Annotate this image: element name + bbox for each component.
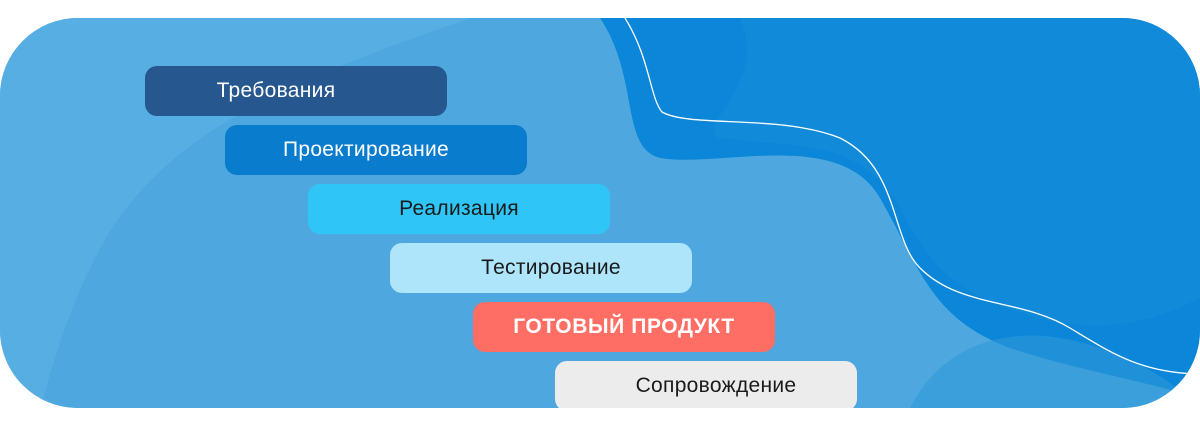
step-implementation: Реализация <box>308 184 610 234</box>
step-requirements-label: Требования <box>216 79 336 102</box>
step-implementation-label: Реализация <box>399 197 519 220</box>
step-maintenance-label: Сопровождение <box>635 374 797 397</box>
step-requirements: Требования <box>145 66 447 116</box>
step-finished-product-label: ГОТОВЫЙ ПРОДУКТ <box>513 315 735 338</box>
step-testing: Тестирование <box>390 243 692 293</box>
diagram-panel: Требования Проектирование Реализация Тес… <box>0 18 1200 408</box>
step-design-label: Проектирование <box>282 138 450 161</box>
step-maintenance: Сопровождение <box>555 361 857 408</box>
step-finished-product: ГОТОВЫЙ ПРОДУКТ <box>473 302 775 352</box>
step-design: Проектирование <box>225 125 527 175</box>
step-testing-label: Тестирование <box>481 256 621 279</box>
background-waves <box>0 18 1200 408</box>
